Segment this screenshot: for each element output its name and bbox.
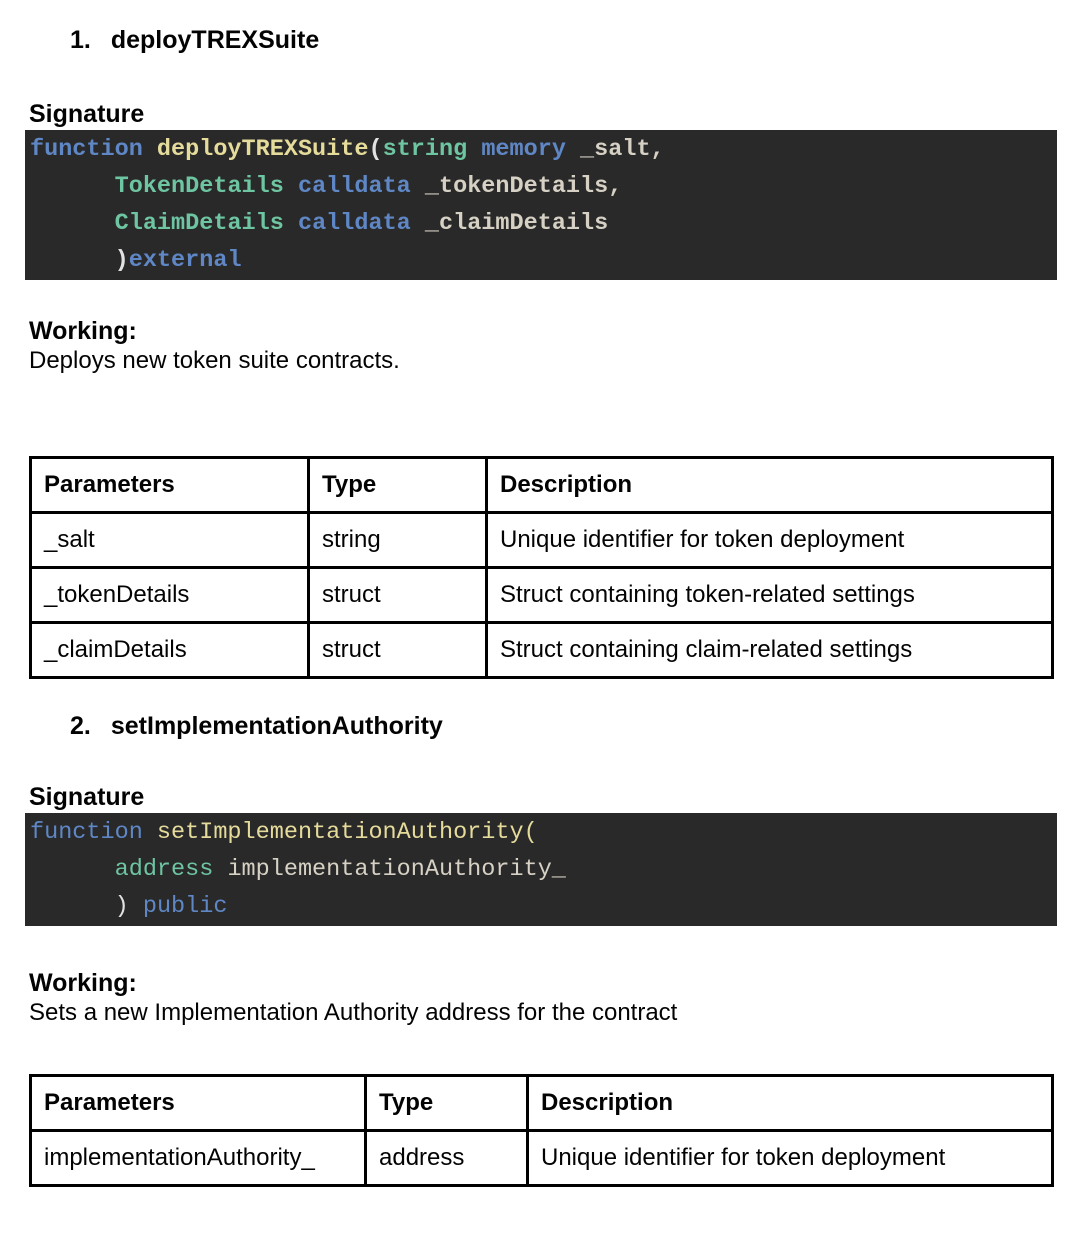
table-1-header-type: Type: [307, 456, 488, 514]
section-1-number: 1.: [70, 26, 91, 54]
code-line: function deployTREXSuite(string memory _…: [30, 136, 665, 163]
code-line: TokenDetails calldata _tokenDetails,: [114, 173, 623, 200]
signature-label-2: Signature: [29, 783, 145, 811]
section-1-heading: 1. deployTREXSuite: [70, 25, 1086, 55]
parameters-table-1: Parameters Type Description _salt string…: [29, 456, 1054, 679]
working-label-2: Working:: [29, 969, 137, 997]
table-1-header-description: Description: [485, 456, 1054, 514]
code-line: ) public: [114, 893, 228, 920]
table-2-header-row: Parameters Type Description: [29, 1074, 1054, 1132]
table-row: _tokenDetails struct Struct containing t…: [29, 566, 1054, 624]
table-2-header-description: Description: [526, 1074, 1054, 1132]
cell-type: address: [364, 1129, 529, 1187]
table-1-header-row: Parameters Type Description: [29, 456, 1054, 514]
working-label-1: Working:: [29, 317, 137, 345]
parameters-table-2: Parameters Type Description implementati…: [29, 1074, 1054, 1187]
table-1-header-parameters: Parameters: [29, 456, 310, 514]
cell-type: string: [307, 511, 488, 569]
cell-parameter: _claimDetails: [29, 621, 310, 679]
cell-description: Struct containing claim-related settings: [485, 621, 1054, 679]
cell-description: Struct containing token-related settings: [485, 566, 1054, 624]
section-1-title: deployTREXSuite: [110, 26, 320, 54]
section-2-number: 2.: [70, 712, 91, 740]
working-text-2: Sets a new Implementation Authority addr…: [29, 999, 678, 1026]
code-line: address implementationAuthority_: [114, 856, 566, 883]
code-block-deploytrexsuite: function deployTREXSuite(string memory _…: [25, 130, 1057, 280]
table-row: _claimDetails struct Struct containing c…: [29, 621, 1054, 679]
table-row: _salt string Unique identifier for token…: [29, 511, 1054, 569]
table-row: implementationAuthority_ address Unique …: [29, 1129, 1054, 1187]
code-line: )external: [114, 247, 242, 274]
cell-type: struct: [307, 566, 488, 624]
cell-type: struct: [307, 621, 488, 679]
table-2-header-parameters: Parameters: [29, 1074, 367, 1132]
section-2-heading: 2. setImplementationAuthority: [70, 711, 1086, 741]
cell-parameter: _salt: [29, 511, 310, 569]
code-line: function setImplementationAuthority(: [30, 819, 538, 846]
cell-description: Unique identifier for token deployment: [526, 1129, 1054, 1187]
section-2-title: setImplementationAuthority: [110, 712, 443, 740]
cell-parameter: implementationAuthority_: [29, 1129, 367, 1187]
signature-label-1: Signature: [29, 100, 145, 128]
cell-parameter: _tokenDetails: [29, 566, 310, 624]
cell-description: Unique identifier for token deployment: [485, 511, 1054, 569]
table-2-header-type: Type: [364, 1074, 529, 1132]
code-line: ClaimDetails calldata _claimDetails: [114, 210, 609, 237]
working-text-1: Deploys new token suite contracts.: [29, 347, 400, 374]
code-block-setimplementationauthority: function setImplementationAuthority( add…: [25, 813, 1057, 926]
